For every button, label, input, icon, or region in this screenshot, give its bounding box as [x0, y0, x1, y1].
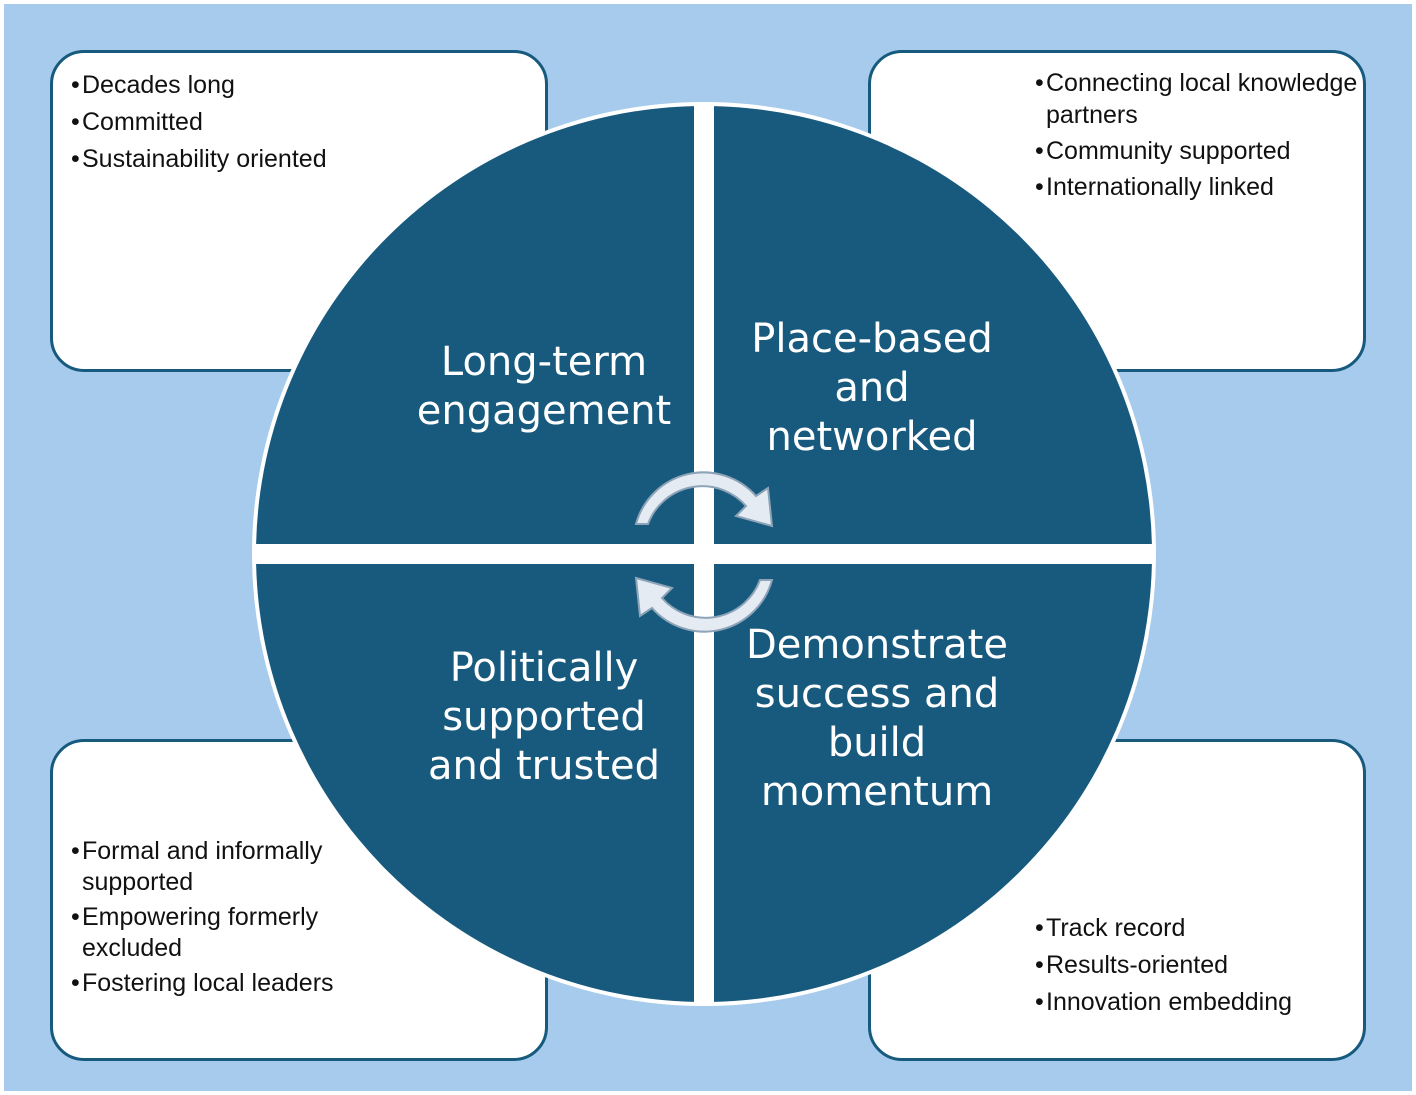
bullet-item: Formal and informally supported: [71, 836, 371, 898]
quadrant-layer: [256, 106, 1152, 1002]
bullet-list: Formal and informally supported Empoweri…: [71, 836, 371, 999]
quadrant-bottom-left: [256, 564, 694, 1002]
bullet-item: Sustainability oriented: [71, 141, 541, 178]
bullet-item: Community supported: [1035, 135, 1365, 167]
bullet-item: Empowering formerly excluded: [71, 902, 371, 964]
bullet-item: Committed: [71, 104, 541, 141]
quadrant-circle: [252, 102, 1156, 1006]
quadrant-top-left: [256, 106, 694, 544]
bullet-list: Track record Results-oriented Innovation…: [1035, 910, 1365, 1021]
quadrant-title-place-based: Place-based and networked: [751, 316, 993, 460]
quadrant-bottom-right: [714, 564, 1152, 1002]
circular-arrows-icon: [634, 471, 774, 633]
quadrant-title-long-term-engagement: Long-term engagement: [416, 339, 672, 434]
bullet-list: Decades long Committed Sustainability or…: [71, 67, 541, 178]
quadrant-title-politically-supported: Politically supported and trusted: [428, 645, 660, 789]
diagram-canvas: Decades long Committed Sustainability or…: [4, 4, 1412, 1091]
bullet-item: Innovation embedding: [1035, 984, 1365, 1021]
bullet-item: Results-oriented: [1035, 947, 1365, 984]
quadrant-title-demonstrate-success: Demonstrate success and build momentum: [746, 622, 1008, 815]
bullet-item: Track record: [1035, 910, 1365, 947]
bullet-list: Connecting local knowledge partners Comm…: [1035, 67, 1365, 203]
quadrant-top-right: [714, 106, 1152, 544]
bullet-item: Decades long: [71, 67, 541, 104]
arrow-clockwise-top: [634, 471, 774, 528]
arrow-clockwise-bottom: [634, 576, 774, 633]
bullet-item: Connecting local knowledge partners: [1035, 67, 1365, 131]
bullet-item: Fostering local leaders: [71, 968, 371, 999]
bullet-item: Internationally linked: [1035, 171, 1365, 203]
box-politically-supported-details: Formal and informally supported Empoweri…: [50, 739, 548, 1061]
